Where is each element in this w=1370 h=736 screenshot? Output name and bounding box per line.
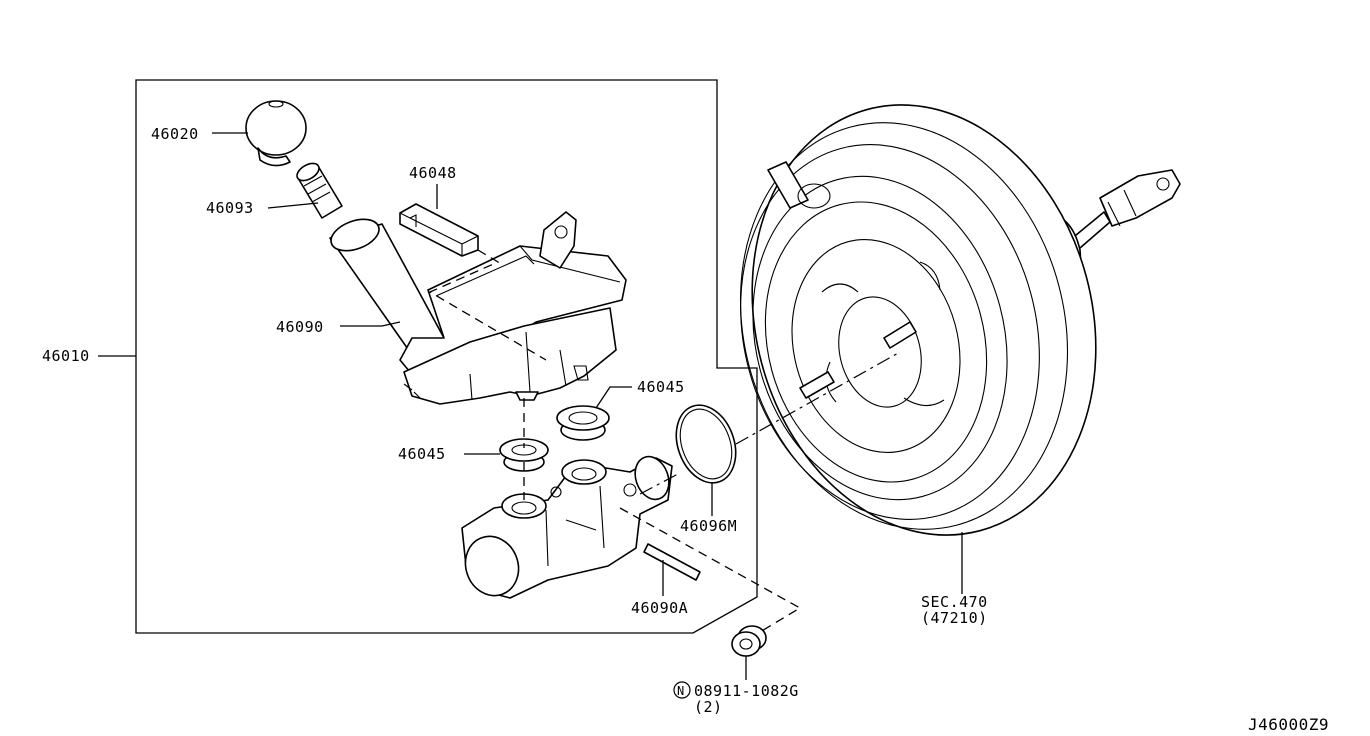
label-46045-upper: 46045 — [637, 378, 685, 396]
grommet-46045-upper — [556, 405, 610, 441]
guide-sensor-to-tank — [428, 249, 547, 361]
label-46020: 46020 — [151, 125, 199, 143]
pin-46090a — [643, 543, 701, 581]
guide-nut — [619, 507, 802, 633]
reservoir-46090 — [329, 211, 627, 405]
label-sec470: SEC.470 — [921, 593, 988, 611]
label-46093: 46093 — [206, 199, 254, 217]
leader-46045-upper — [595, 386, 632, 409]
brake-booster-sec470 — [739, 104, 1181, 536]
master-cylinder-body — [461, 455, 673, 599]
o-ring-46096m — [675, 404, 737, 484]
label-sec470-ref: (47210) — [921, 609, 988, 627]
label-46090: 46090 — [276, 318, 324, 336]
guide-axis-to-booster — [639, 351, 901, 495]
leader-46090 — [340, 321, 401, 327]
label-nut-symbol: N — [677, 684, 685, 698]
label-46048: 46048 — [409, 164, 457, 182]
label-46096m: 46096M — [680, 517, 737, 535]
label-nut-qty: (2) — [694, 698, 723, 716]
label-46090a: 46090A — [631, 599, 688, 617]
assembly-boundary — [135, 79, 758, 634]
nut-symbol-circle — [673, 681, 691, 699]
diagram-id: J46000Z9 — [1248, 715, 1329, 734]
label-nut-part: 08911-1082G — [694, 682, 799, 700]
reservoir-cap-46020 — [245, 100, 307, 167]
flange-nut-08911-1082g — [731, 625, 767, 657]
strainer-46093 — [296, 162, 343, 219]
label-46045-lower: 46045 — [398, 445, 446, 463]
label-46010: 46010 — [42, 347, 90, 365]
leader-46093 — [267, 202, 319, 209]
level-sensor-46048 — [399, 203, 479, 257]
